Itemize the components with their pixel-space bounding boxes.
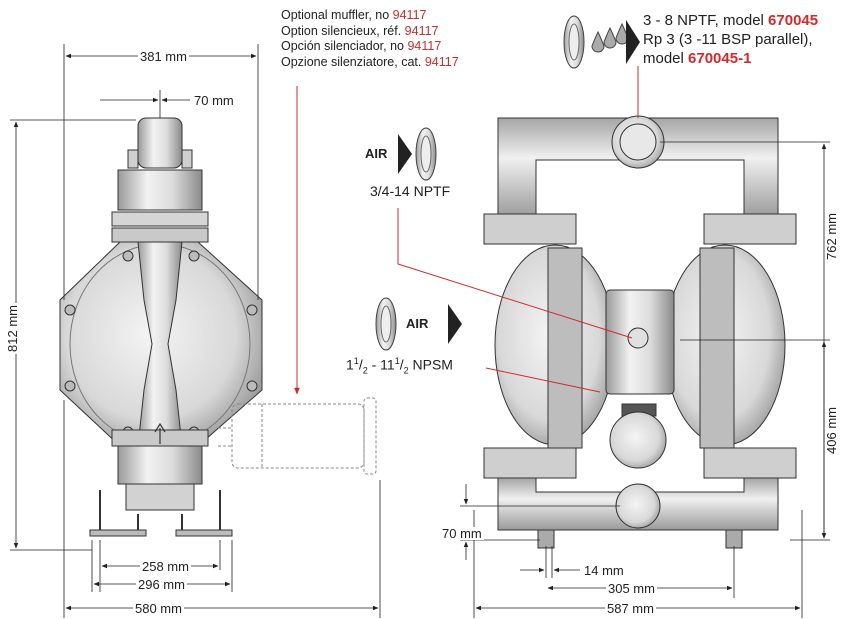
front-view-callout-leaders	[397, 66, 639, 393]
outlet-model-npt: 670045	[768, 12, 819, 29]
air-exhaust-icon	[375, 297, 462, 351]
dim-foot-outer: 296 mm	[136, 577, 187, 592]
muffler-note-line-it: Opzione silenziatore, cat. 94117	[281, 54, 459, 69]
air-exhaust-badge: AIR	[406, 316, 429, 331]
muffler-note-line-es: Opción silenciador, no 94117	[281, 39, 442, 53]
dim-inlet-small: 14 mm	[582, 563, 626, 578]
outlet-model-bsp: 670045-1	[688, 50, 752, 67]
optional-muffler-note: Optional muffler, no 94117 Option silenc…	[281, 8, 459, 70]
fluid-port-icon	[563, 15, 640, 69]
dim-right-base-width: 587 mm	[605, 601, 656, 616]
dim-overall-height: 812 mm	[4, 303, 20, 354]
dim-inlet-height: 406 mm	[823, 405, 839, 456]
optional-muffler-outline	[218, 397, 377, 475]
air-inlet-icon	[398, 127, 437, 181]
dim-inlet-offset: 70 mm	[440, 526, 484, 541]
outlet-line1-text: 3 - 8 NPTF, model	[643, 12, 769, 29]
fluid-outlet-note: 3 - 8 NPTF, model 670045 Rp 3 (3 -11 BSP…	[643, 11, 818, 68]
muffler-note-line-en: Optional muffler, no 94117	[281, 8, 427, 22]
dim-top-width: 381 mm	[138, 49, 189, 64]
outlet-line3-text: model	[643, 50, 689, 67]
dim-foot-span: 305 mm	[606, 581, 657, 596]
outlet-line2-text: Rp 3 (3 -11 BSP parallel),	[643, 31, 813, 48]
front-view-pump	[483, 115, 797, 549]
dim-foot-inner: 258 mm	[140, 559, 191, 574]
air-inlet-size: 3/4-14 NPTF	[370, 183, 451, 199]
air-inlet-badge: AIR	[365, 146, 388, 161]
muffler-note-line-fr: Option silencieux, réf. 94117	[281, 23, 439, 38]
side-view-pump	[59, 117, 263, 537]
dim-muffler-offset: 70 mm	[194, 93, 234, 108]
air-exhaust-size: 11/2 - 111/2 NPSM	[346, 356, 453, 376]
dim-left-base-width: 580 mm	[133, 601, 184, 616]
dim-right-height: 762 mm	[823, 211, 839, 262]
